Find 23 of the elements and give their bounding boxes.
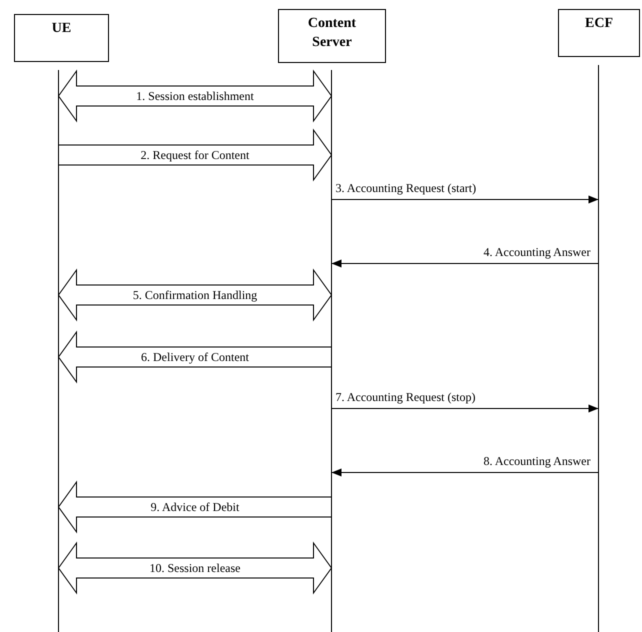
edge-label: 3. Accounting Request (start): [336, 181, 476, 196]
edge-label: 4. Accounting Answer: [484, 245, 590, 260]
edge-label: 8. Accounting Answer: [484, 454, 590, 469]
participant-name: Content Server: [306, 15, 358, 52]
lifeline: [58, 70, 59, 632]
message-arrow: [331, 468, 599, 476]
participant-box: [278, 9, 386, 63]
message-arrow: [331, 260, 599, 268]
message-arrow: [331, 404, 599, 412]
participant-box: [558, 9, 640, 57]
edge-label: 6. Delivery of Content: [141, 350, 249, 364]
lifeline: [331, 70, 332, 632]
message-arrow: [331, 196, 599, 204]
lifeline: [598, 65, 599, 632]
edge-label: 5. Confirmation Handling: [132, 288, 258, 302]
participant-name: UE: [50, 20, 72, 38]
edge-label: 10. Session release: [150, 561, 240, 575]
edge-label: 9. Advice of Debit: [150, 500, 240, 514]
edge-label: 1. Session establishment: [136, 89, 254, 103]
edge-label: 2. Request for Content: [140, 148, 250, 162]
participant-box: [14, 14, 109, 62]
participant-name: ECF: [584, 15, 614, 33]
edge-label: 7. Accounting Request (stop): [336, 390, 476, 405]
